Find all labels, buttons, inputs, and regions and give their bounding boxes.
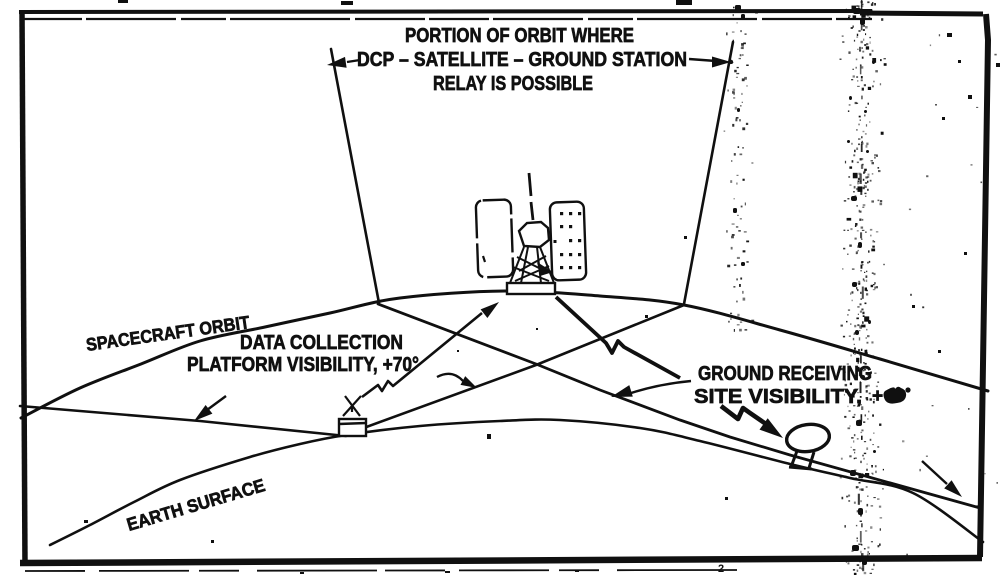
svg-text:RELAY IS POSSIBLE: RELAY IS POSSIBLE — [433, 73, 593, 95]
svg-text:DATA COLLECTION: DATA COLLECTION — [240, 332, 403, 354]
svg-text:2: 2 — [718, 563, 724, 575]
svg-text:PORTION OF ORBIT WHERE: PORTION OF ORBIT WHERE — [405, 25, 634, 47]
svg-text:SITE VISIBILITY,: SITE VISIBILITY, — [694, 386, 862, 408]
svg-text:PLATFORM VISIBILITY, +70°: PLATFORM VISIBILITY, +70° — [187, 354, 419, 376]
svg-text:+: + — [872, 386, 883, 407]
svg-text:DCP – SATELLITE – GROUND STATI: DCP – SATELLITE – GROUND STATION — [357, 49, 687, 71]
svg-text:GROUND RECEIVING: GROUND RECEIVING — [698, 363, 872, 385]
